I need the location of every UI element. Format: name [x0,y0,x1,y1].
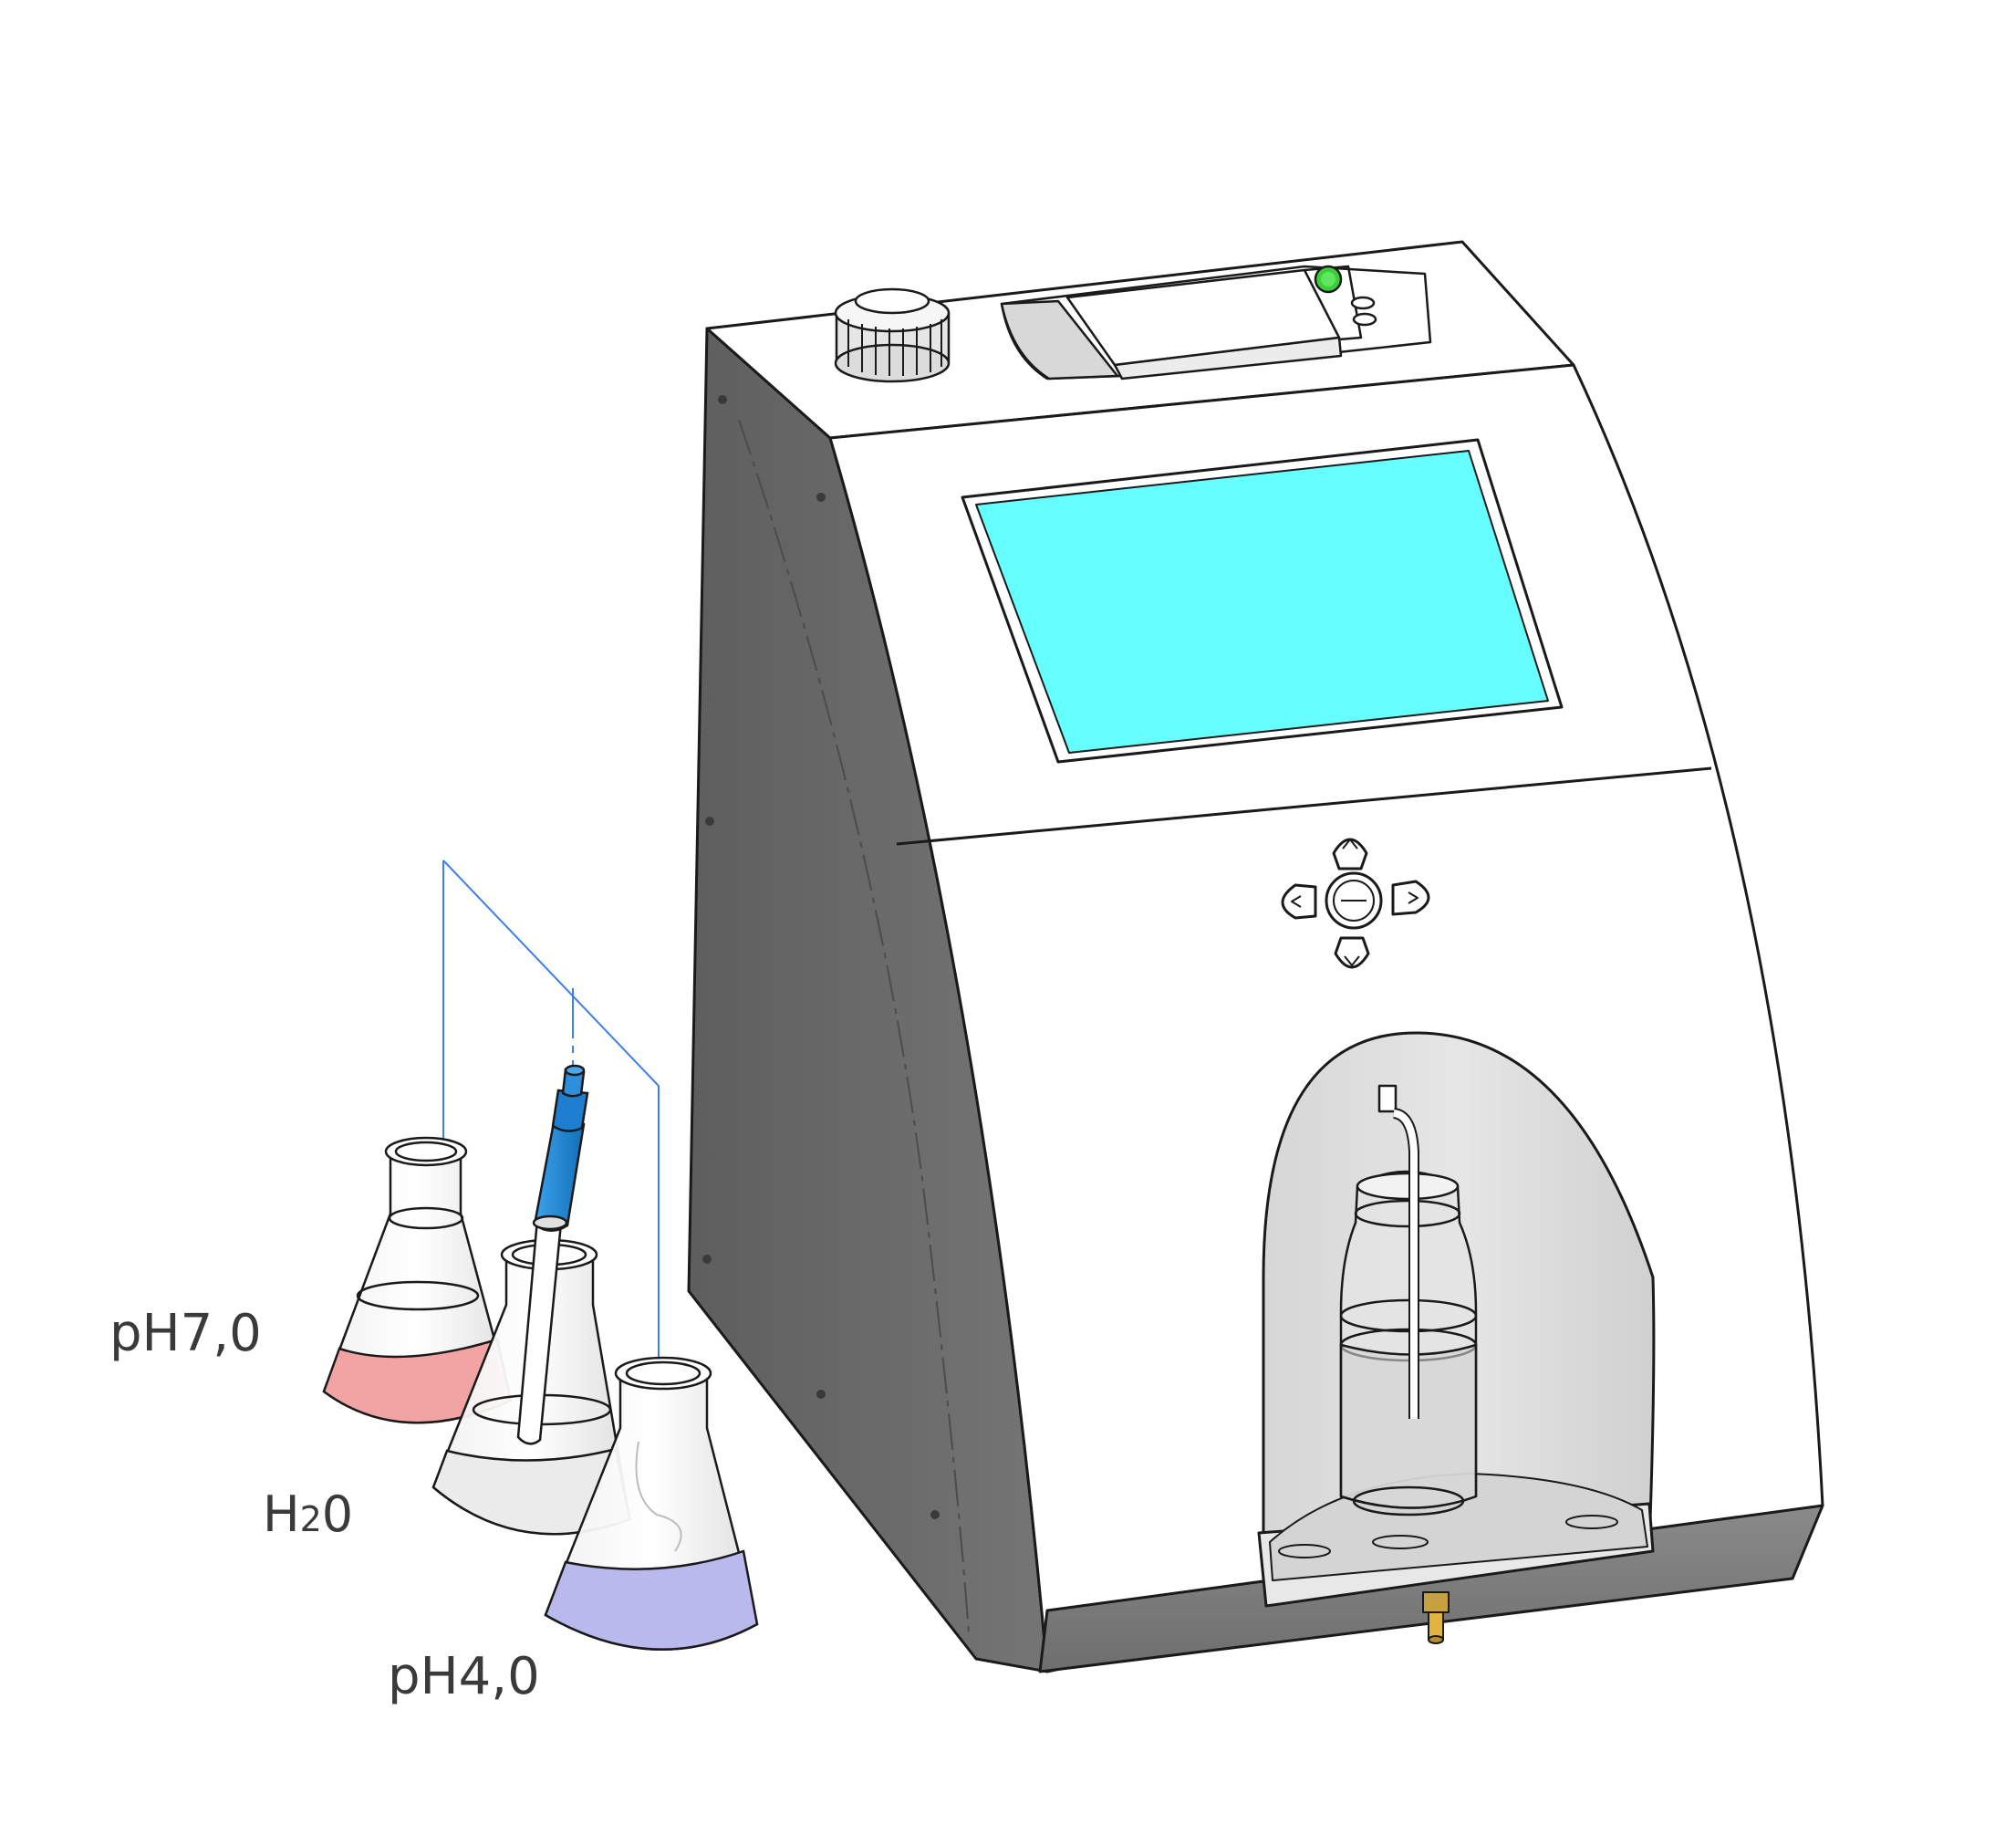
flask-ph7 [322,1136,513,1424]
ph-probe [516,1064,589,1445]
navigation-keypad [1281,838,1430,969]
ph4-label: pH4,0 [388,1647,540,1706]
arrow-left-icon[interactable] [1281,883,1317,920]
printer-flap [1000,299,1119,380]
knob-icon[interactable] [834,287,951,383]
power-led-icon[interactable] [1314,265,1343,294]
printer-module [1000,265,1432,380]
tray-slots [1278,1515,1618,1558]
sample-tube [1377,1084,1419,1419]
arrow-down-icon[interactable] [1334,936,1370,969]
arrow-up-icon[interactable] [1332,838,1368,870]
water-label: H20 [263,1485,353,1543]
enter-icon[interactable] [1325,871,1383,930]
display-screen [975,450,1549,754]
ph7-label: pH7,0 [109,1304,262,1363]
drain-fitting [1422,1591,1450,1644]
arrow-right-icon[interactable] [1391,880,1430,916]
analyzer [687,240,1824,1673]
flask-ph4 [544,1356,759,1651]
